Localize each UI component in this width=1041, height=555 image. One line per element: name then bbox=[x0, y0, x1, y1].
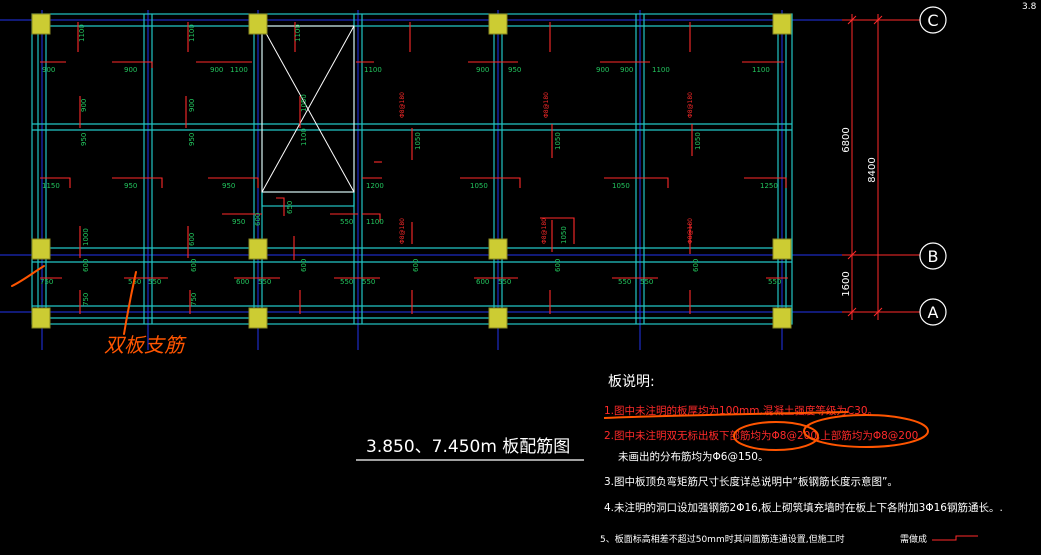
rebar-label: 600 bbox=[82, 259, 90, 272]
rebar-label: 1050 bbox=[470, 182, 488, 190]
rebar-label: 950 bbox=[222, 182, 235, 190]
rebar-label: Φ8@180 bbox=[541, 218, 548, 244]
rebar-label: 550 bbox=[340, 278, 353, 286]
axis-bubble-a bbox=[919, 298, 947, 326]
rebar-label: 1100 bbox=[300, 128, 308, 146]
rebar-label: 1150 bbox=[42, 182, 60, 190]
rebar-label: 1050 bbox=[300, 94, 308, 112]
rebar-label: 1000 bbox=[82, 228, 90, 246]
handwritten-note: 双板支筋 bbox=[104, 333, 187, 357]
rebar-label: 1100 bbox=[188, 24, 196, 42]
rebar-label: 550 bbox=[258, 278, 271, 286]
rebar-label: 1100 bbox=[652, 66, 670, 74]
rebar-label: 600 bbox=[236, 278, 249, 286]
rebar-labels: 1100 1100 900 900 1100 1100 900 950 900 … bbox=[40, 24, 781, 306]
rebar-label: 550 bbox=[498, 278, 511, 286]
rebar-label: 900 bbox=[124, 66, 137, 74]
rebar-label: 1100 bbox=[230, 66, 248, 74]
rebar-label: 950 bbox=[508, 66, 521, 74]
rebar-label: 950 bbox=[80, 133, 88, 146]
notes-heading: 板说明: bbox=[608, 374, 655, 390]
rebar-label: 600 bbox=[254, 213, 262, 226]
axis-label-a: A bbox=[928, 303, 939, 322]
rebar-label: 550 bbox=[340, 218, 353, 226]
note-line-2b: 未画出的分布筋均为Φ6@150。 bbox=[618, 450, 769, 463]
rebar-label: 550 bbox=[768, 278, 781, 286]
rebar-label: Φ8@180 bbox=[399, 218, 406, 244]
note-line-5: 5、板面标高相差不超过50mm时其间面筋连通设置,但施工时 bbox=[600, 533, 845, 545]
columns bbox=[31, 13, 792, 329]
rebar-label: 1100 bbox=[366, 218, 384, 226]
rebar-label: 1250 bbox=[760, 182, 778, 190]
note-line-3: 3.图中板顶负弯矩筋尺寸长度详总说明中“板钢筋长度示意图”。 bbox=[604, 475, 898, 488]
note-line-2: 2.图中未注明双无标出板下部筋均为Φ8@200,上部筋均为Φ8@200 bbox=[604, 429, 918, 442]
rebar-label: 750 bbox=[82, 293, 90, 306]
rebar-label: Φ8@180 bbox=[543, 92, 550, 118]
rebar-label: 1200 bbox=[366, 182, 384, 190]
rebar-label: 550 bbox=[640, 278, 653, 286]
rebar-label: 950 bbox=[188, 133, 196, 146]
rebar-label: 650 bbox=[286, 201, 294, 214]
rebar-label: 900 bbox=[42, 66, 55, 74]
rebar-label: 600 bbox=[412, 259, 420, 272]
rebar-label: 1050 bbox=[554, 132, 562, 150]
rebar-label: 750 bbox=[190, 293, 198, 306]
rebar-label: 600 bbox=[554, 259, 562, 272]
dim-total: 8400 bbox=[867, 157, 878, 182]
rebar-label: 900 bbox=[476, 66, 489, 74]
axis-label-b: B bbox=[928, 247, 939, 266]
rebar-label: 900 bbox=[596, 66, 609, 74]
corner-label: 3.8 bbox=[1022, 2, 1037, 12]
axis-grid bbox=[0, 10, 920, 350]
rebar-label: 950 bbox=[232, 218, 245, 226]
rebar-label: 600 bbox=[188, 233, 196, 246]
rebar-label: 600 bbox=[190, 259, 198, 272]
rebar-label: 1050 bbox=[560, 226, 568, 244]
axis-bubble-c bbox=[919, 6, 947, 34]
rebar-label: 900 bbox=[210, 66, 223, 74]
rebar-label: 550 bbox=[618, 278, 631, 286]
axis-bubble-b bbox=[919, 242, 947, 270]
handwritten-annotation bbox=[11, 265, 137, 335]
rebar-label: Φ8@180 bbox=[687, 92, 694, 118]
rebar-label: 1100 bbox=[78, 24, 86, 42]
note-line-5-tail: 需做成 bbox=[900, 533, 927, 545]
note-line-4: 4.未注明的洞口设加强钢筋2Φ16,板上砌筑填充墙时在板上下各附加3Φ16钢筋通… bbox=[604, 501, 1003, 514]
rebar-label: 1100 bbox=[294, 24, 302, 42]
rebar-label: 1050 bbox=[694, 132, 702, 150]
rebar-label: 1100 bbox=[364, 66, 382, 74]
axis-label-c: C bbox=[927, 11, 938, 30]
notes-block: 板说明: 1.图中未注明的板厚均为100mm,混凝土强度等级为C30。 2.图中… bbox=[600, 374, 1003, 545]
dim-lower: 1600 bbox=[841, 271, 852, 296]
rebar-label: Φ8@180 bbox=[687, 218, 694, 244]
rebar-label: 900 bbox=[620, 66, 633, 74]
rebar-label: 600 bbox=[476, 278, 489, 286]
rebar-label: 600 bbox=[300, 259, 308, 272]
rebar-marks bbox=[40, 22, 788, 314]
rebar-label: 900 bbox=[80, 99, 88, 112]
rebar-label: 1100 bbox=[752, 66, 770, 74]
rebar-label: 900 bbox=[188, 99, 196, 112]
rebar-label: Φ8@180 bbox=[399, 92, 406, 118]
dim-upper: 6800 bbox=[841, 127, 852, 152]
drawing-title: 3.850、7.450m 板配筋图 bbox=[366, 437, 570, 457]
rebar-label: 950 bbox=[124, 182, 137, 190]
stair-opening bbox=[261, 25, 355, 193]
rebar-label: 1050 bbox=[414, 132, 422, 150]
rebar-label: 600 bbox=[692, 259, 700, 272]
axis-dimensions: C B A 6800 8400 1600 bbox=[841, 6, 947, 326]
rebar-label: 550 bbox=[148, 278, 161, 286]
rebar-label: 1050 bbox=[612, 182, 630, 190]
rebar-label: 550 bbox=[362, 278, 375, 286]
rebar-label: 750 bbox=[40, 278, 53, 286]
